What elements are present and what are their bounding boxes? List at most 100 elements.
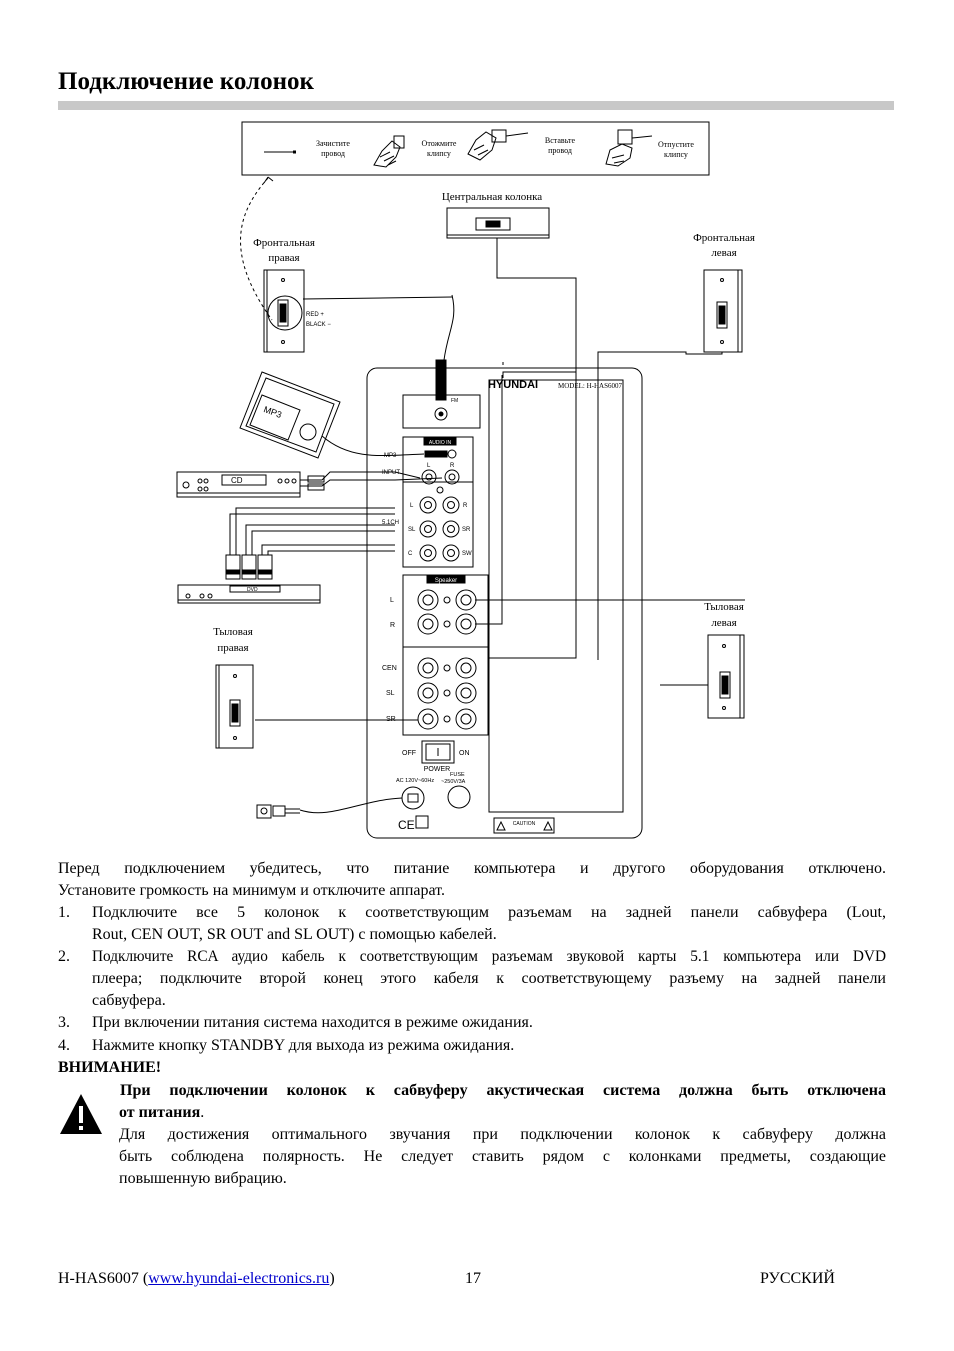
rear-left-label-1: Тыловая bbox=[704, 601, 744, 613]
rear-left-speaker bbox=[707, 634, 745, 719]
page-number: 17 bbox=[465, 1270, 481, 1287]
rear-left-label-2: левая bbox=[711, 617, 736, 629]
ce-mark: CE bbox=[398, 818, 415, 832]
speaker-header-label: Speaker bbox=[435, 578, 457, 584]
list-item-2-line-1: Подключите RCA аудио кабель к соответств… bbox=[92, 948, 886, 965]
connection-diagram: Зачистите провод Отожмите клипсу Вставьт… bbox=[176, 121, 755, 839]
mp3-jack bbox=[424, 449, 457, 459]
audio-in-block bbox=[402, 436, 474, 568]
ac-rating-label: AC 120V~60Hz bbox=[396, 778, 434, 784]
hand-icon bbox=[373, 135, 405, 168]
warning-bold-period: . bbox=[200, 1104, 205, 1121]
speaker-cen-label: CEN bbox=[382, 665, 397, 672]
ch51-label: 5.1CH bbox=[382, 520, 399, 526]
warning-body-line-2: быть соблюдена полярность. Не следует ст… bbox=[119, 1148, 886, 1165]
front-right-speaker bbox=[263, 269, 305, 353]
fuse-label: FUSE bbox=[450, 772, 465, 778]
footer-model: H-HAS6007 (www.hyundai-electronics.ru) bbox=[58, 1270, 335, 1288]
footer-model-text: H-HAS6007 ( bbox=[58, 1270, 149, 1287]
intro-line-2: Установите громкость на минимум и отключ… bbox=[58, 882, 445, 899]
list-item-1-line-2: Rout, CEN OUT, SR OUT and SL OUT) с помо… bbox=[92, 926, 497, 943]
footer-language: РУССКИЙ bbox=[760, 1270, 835, 1287]
model-label: MODEL: H-HAS6007 bbox=[558, 382, 622, 390]
power-label: POWER bbox=[424, 766, 450, 773]
step-3-label-1: Вставьте bbox=[545, 136, 576, 145]
input-l-label: L bbox=[427, 463, 431, 469]
warning-bold-line-1: При подключении колонок к сабвуферу акус… bbox=[120, 1082, 886, 1099]
dvd-player bbox=[177, 584, 321, 604]
fuse-rating-label: ~250V/3A bbox=[441, 779, 466, 785]
intro-line-1: Перед подключением убедитесь, что питани… bbox=[58, 860, 886, 877]
power-plug bbox=[256, 804, 300, 819]
on-label: ON bbox=[459, 750, 470, 757]
fm-label: FM bbox=[451, 398, 458, 404]
speaker-r-label: R bbox=[390, 622, 395, 629]
red-terminal-label: RED + bbox=[306, 312, 324, 318]
warning-heading: ВНИМАНИЕ! bbox=[58, 1059, 162, 1076]
front-left-label-2: левая bbox=[711, 247, 736, 259]
front-left-label-1: Фронтальная bbox=[693, 232, 755, 244]
rear-right-speaker bbox=[215, 664, 254, 749]
speaker-output-block bbox=[402, 574, 489, 736]
list-number: 4. bbox=[58, 1037, 70, 1054]
step-4-label-1: Отпустите bbox=[658, 140, 694, 149]
footer-website-link[interactable]: www.hyundai-electronics.ru bbox=[148, 1270, 330, 1287]
dvd-device-label: DVD bbox=[247, 587, 258, 593]
subwoofer-panel bbox=[366, 367, 643, 839]
jack-r-label: R bbox=[463, 503, 468, 509]
audio-in-label: AUDIO IN bbox=[429, 440, 452, 446]
cd-device-label: CD bbox=[231, 476, 243, 485]
list-number: 3. bbox=[58, 1014, 70, 1031]
mp3-device-label: MP3 bbox=[262, 404, 283, 420]
mp3-player bbox=[239, 371, 341, 459]
warning-icon bbox=[60, 1094, 102, 1134]
step-3-label-2: провод bbox=[548, 146, 572, 155]
front-right-label-2: правая bbox=[268, 252, 299, 264]
title-rule bbox=[58, 101, 894, 110]
hand-icon bbox=[467, 129, 529, 161]
front-left-speaker bbox=[703, 269, 743, 353]
brand-logo: HYUNDAI bbox=[488, 379, 538, 391]
speaker-sl-label: SL bbox=[386, 690, 395, 697]
jack-sr-label: SR bbox=[462, 527, 471, 533]
list-item-4: Нажмите кнопку STANDBY для выхода из реж… bbox=[92, 1037, 515, 1054]
step-2-label-1: Отожмите bbox=[422, 139, 457, 148]
center-speaker bbox=[446, 207, 550, 239]
list-item-2-line-2: плеера; подключите второй конец этого ка… bbox=[92, 970, 886, 987]
footer-close-paren: ) bbox=[329, 1270, 335, 1287]
warning-bold-line-2: от питания. bbox=[119, 1102, 885, 1124]
step-1-label-2: провод bbox=[321, 149, 345, 158]
rear-right-label-1: Тыловая bbox=[213, 626, 253, 638]
center-speaker-label: Центральная колонка bbox=[442, 191, 542, 203]
front-right-label-1: Фронтальная bbox=[253, 237, 315, 249]
warning-bold-text: от питания bbox=[119, 1104, 201, 1121]
wire-instruction-strip: Зачистите провод Отожмите клипсу Вставьт… bbox=[241, 121, 710, 176]
list-item-3: При включении питания система находится … bbox=[92, 1014, 533, 1031]
power-switch bbox=[421, 740, 455, 764]
jack-sl-label: SL bbox=[408, 527, 416, 533]
fm-antenna bbox=[402, 294, 481, 429]
step-4-label-2: клипсу bbox=[664, 150, 688, 159]
jack-l-label: L bbox=[410, 503, 414, 509]
hand-icon bbox=[605, 129, 653, 167]
black-terminal-label: BLACK − bbox=[306, 322, 331, 328]
jack-c-label: C bbox=[408, 551, 413, 557]
caution-text: CAUTION bbox=[513, 821, 536, 827]
list-item-1-line-1: Подключите все 5 колонок к соответствующ… bbox=[92, 904, 886, 921]
page-title: Подключение колонок bbox=[58, 68, 314, 95]
step-1-label-1: Зачистите bbox=[316, 139, 350, 148]
mp3-jack-label: MP3 bbox=[384, 453, 397, 459]
caution-label bbox=[493, 817, 555, 834]
warning-body-line-3: повышенную вибрацию. bbox=[119, 1170, 287, 1187]
list-item-2-line-3: сабвуфера. bbox=[92, 992, 166, 1009]
list-number: 2. bbox=[58, 948, 70, 965]
input-r-label: R bbox=[450, 463, 455, 469]
warning-body-line-1: Для достижения оптимального звучания при… bbox=[119, 1126, 886, 1143]
step-2-label-2: клипсу bbox=[427, 149, 451, 158]
jack-sw-label: SW bbox=[462, 551, 472, 557]
speaker-l-label: L bbox=[390, 597, 394, 604]
rear-right-label-2: правая bbox=[217, 642, 248, 654]
list-number: 1. bbox=[58, 904, 70, 921]
input-label: INPUT bbox=[382, 470, 400, 476]
off-label: OFF bbox=[402, 750, 416, 757]
